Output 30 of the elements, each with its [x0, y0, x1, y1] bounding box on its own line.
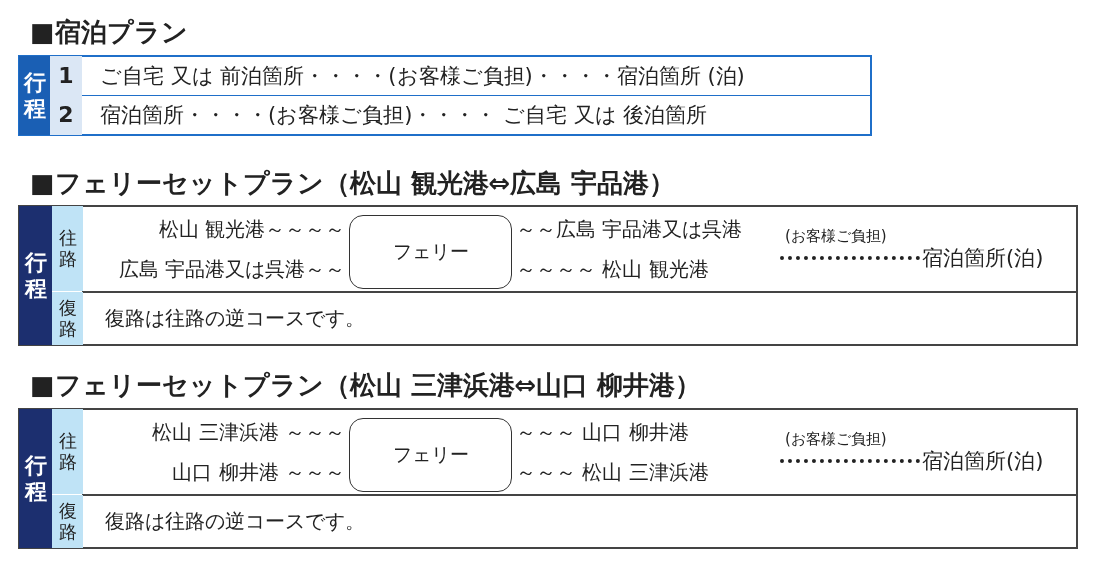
route-cell: 復路	[52, 495, 83, 548]
section-title: ■フェリーセットプラン（松山 観光港⇔広島 宇品港）	[30, 166, 677, 200]
route-text: 広島 宇品港又は呉港～～	[117, 255, 345, 283]
rounded-box: フェリー	[349, 215, 512, 289]
route-text: ～～広島 宇品港又は呉港	[516, 215, 744, 243]
row-number-cell: 1	[50, 56, 82, 95]
route-text: ～～～ 松山 三津浜港	[516, 458, 710, 486]
destination-text: 宿泊箇所(泊)	[922, 245, 1045, 272]
route-cell: 往路	[52, 409, 83, 494]
route-text: ～～～～ 松山 観光港	[516, 255, 710, 283]
itinerary-text: 宿泊箇所・・・・(お客様ご負担)・・・・ ご自宅 又は 後泊箇所	[100, 102, 709, 129]
header-cell: 行程	[19, 206, 52, 345]
header-cell: 行程	[19, 56, 50, 135]
row-number-cell: 2	[50, 95, 82, 135]
section-title: ■宿泊プラン	[30, 15, 189, 49]
note-text: 復路は往路の逆コースです。	[105, 507, 366, 535]
destination-text: 宿泊箇所(泊)	[922, 448, 1045, 475]
itinerary-text: ご自宅 又は 前泊箇所・・・・(お客様ご負担)・・・・宿泊箇所 (泊)	[100, 62, 746, 90]
route-cell: 復路	[52, 292, 83, 345]
route-cell: 往路	[52, 206, 83, 291]
route-text: 松山 三津浜港 ～～～	[151, 418, 345, 446]
cost-note: (お客様ご負担)	[785, 225, 888, 247]
cost-note: (お客様ご負担)	[785, 428, 888, 450]
header-cell: 行程	[19, 409, 52, 548]
route-text: ～～～ 山口 柳井港	[516, 418, 690, 446]
route-text: 松山 観光港～～～～	[157, 215, 345, 243]
route-text: 山口 柳井港 ～～～	[171, 458, 345, 486]
rounded-box: フェリー	[349, 418, 512, 492]
section-title: ■フェリーセットプラン（松山 三津浜港⇔山口 柳井港）	[30, 368, 703, 402]
note-text: 復路は往路の逆コースです。	[105, 304, 366, 332]
